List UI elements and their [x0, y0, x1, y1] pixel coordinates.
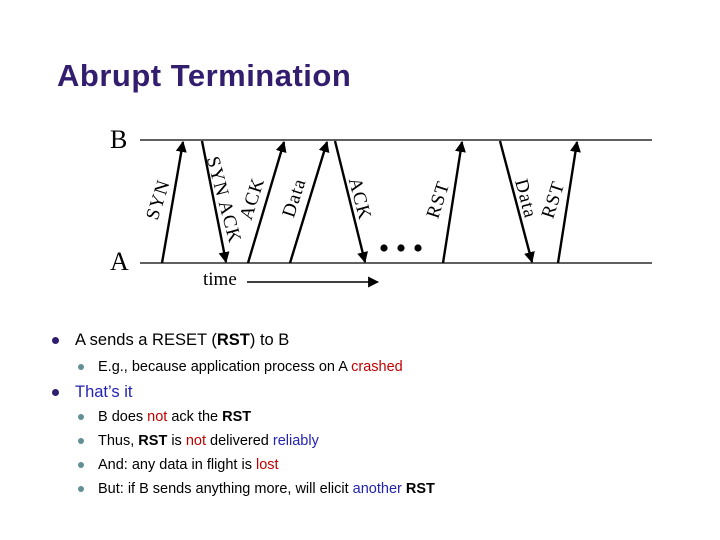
text-segment: another: [352, 481, 402, 497]
text-segment: delivered: [206, 433, 273, 449]
ellipsis-dots: [380, 244, 422, 252]
message-arrow-rst: [556, 140, 581, 264]
text-segment: But: if B sends anything more, will elic…: [98, 481, 353, 497]
text-segment: That’s it: [75, 383, 133, 401]
text-segment: reliably: [272, 433, 319, 449]
list-item-text: And: any data in flight is lost: [98, 457, 279, 473]
ellipsis-dot: [414, 244, 422, 252]
bullet-icon: [78, 486, 84, 492]
text-segment: RST: [222, 409, 252, 425]
text-segment: lost: [256, 457, 279, 473]
list-item: And: any data in flight is lost: [78, 457, 279, 473]
list-item: That’s it: [52, 383, 132, 402]
host-b-label: B: [110, 125, 128, 154]
message-arrow-syn: [160, 140, 187, 264]
page-title: Abrupt Termination: [57, 58, 352, 93]
host-a-label: A: [110, 247, 129, 276]
text-segment: ack the: [167, 409, 223, 425]
text-segment: ) to B: [249, 331, 290, 349]
text-segment: RST: [405, 481, 435, 497]
text-segment: not: [147, 409, 168, 425]
ellipsis-dot: [380, 244, 388, 252]
text-segment: is: [167, 433, 186, 449]
sequence-diagram-canvas: [140, 139, 652, 288]
list-item-text: Thus, RST is not delivered reliably: [98, 433, 319, 449]
text-segment: Thus,: [98, 433, 139, 449]
message-arrow-rst: [441, 140, 466, 264]
list-item-text: E.g., because application process on A c…: [98, 359, 403, 375]
text-segment: E.g., because application process on A: [98, 359, 352, 375]
bullet-icon: [78, 364, 84, 370]
text-segment: A sends a RESET (: [75, 331, 217, 349]
message-arrow-ack: [333, 140, 368, 264]
text-segment: RST: [216, 331, 250, 349]
text-segment: RST: [138, 433, 168, 449]
list-item-text: That’s it: [75, 383, 132, 402]
bullet-icon: [52, 337, 59, 344]
time-label: time: [203, 269, 237, 290]
bullet-icon: [52, 389, 59, 396]
text-segment: B does: [98, 409, 148, 425]
list-item: B does not ack the RST: [78, 409, 251, 425]
list-item: E.g., because application process on A c…: [78, 359, 403, 375]
ellipsis-dot: [397, 244, 405, 252]
list-item-text: But: if B sends anything more, will elic…: [98, 481, 435, 497]
bullet-icon: [78, 438, 84, 444]
bullet-icon: [78, 462, 84, 468]
message-arrow-data: [288, 140, 330, 264]
bullet-icon: [78, 414, 84, 420]
list-item-text: A sends a RESET (RST) to B: [75, 331, 289, 350]
message-arrows: [160, 140, 581, 264]
message-arrow-syn-ack: [200, 140, 230, 264]
message-arrow-data: [498, 140, 535, 264]
list-item: But: if B sends anything more, will elic…: [78, 481, 435, 497]
message-arrow-ack: [246, 140, 287, 264]
text-segment: not: [185, 433, 206, 449]
list-item-text: B does not ack the RST: [98, 409, 251, 425]
list-item: Thus, RST is not delivered reliably: [78, 433, 319, 449]
text-segment: crashed: [351, 359, 403, 375]
list-item: A sends a RESET (RST) to B: [52, 331, 289, 350]
text-segment: And: any data in flight is: [98, 457, 256, 473]
